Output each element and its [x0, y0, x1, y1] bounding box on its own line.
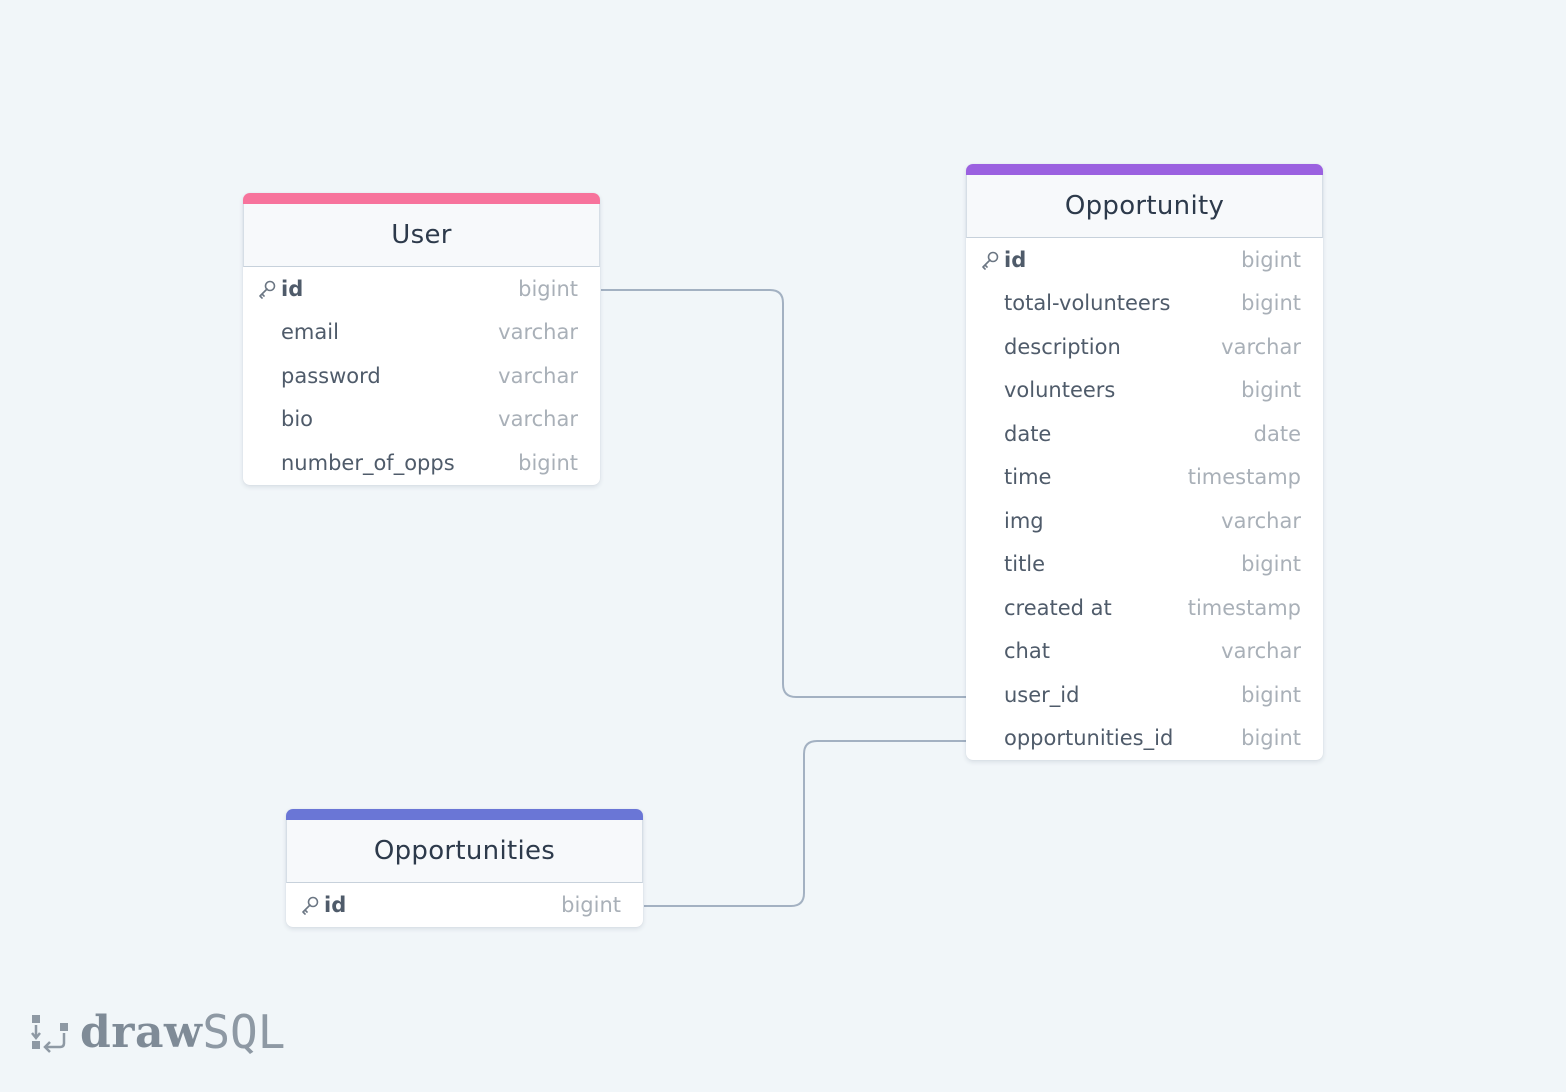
table-title: Opportunities	[373, 836, 556, 866]
table-header[interactable]: Opportunities	[286, 820, 643, 883]
drawsql-logo-icon	[31, 1015, 68, 1053]
column-name: created at	[1004, 595, 1112, 620]
column-name: volunteers	[1004, 378, 1116, 403]
column-type: varchar	[1221, 639, 1301, 664]
column-type: bigint	[1241, 552, 1301, 577]
key-slot-empty	[980, 597, 1004, 619]
column-row-total-volunteers[interactable]: total-volunteers bigint	[966, 282, 1323, 326]
table-title: Opportunity	[1064, 191, 1225, 221]
logo-text-draw: draw	[80, 1006, 203, 1058]
table-header[interactable]: Opportunity	[966, 175, 1323, 238]
column-type: bigint	[1241, 291, 1301, 316]
column-row-description[interactable]: description varchar	[966, 325, 1323, 369]
column-type: bigint	[518, 276, 578, 301]
column-type: date	[1253, 421, 1301, 446]
column-name: description	[1004, 334, 1121, 359]
key-slot-empty	[980, 684, 1004, 706]
column-type: bigint	[1241, 378, 1301, 403]
key-slot-empty	[980, 553, 1004, 575]
column-row-id[interactable]: id bigint	[966, 238, 1323, 282]
column-row-bio[interactable]: bio varchar	[243, 398, 600, 442]
column-name: email	[281, 320, 339, 345]
column-name: password	[281, 363, 381, 388]
relation-user-id-to-opportunity-user-id[interactable]	[601, 289, 966, 698]
column-row-time[interactable]: time timestamp	[966, 456, 1323, 500]
column-name: total-volunteers	[1004, 291, 1171, 316]
column-row-password[interactable]: password varchar	[243, 354, 600, 398]
logo-text-sql: SQL	[202, 1005, 286, 1059]
key-slot-empty	[980, 292, 1004, 314]
column-row-id[interactable]: id bigint	[286, 883, 643, 927]
key-slot-empty	[980, 336, 1004, 358]
column-type: varchar	[498, 363, 578, 388]
key-slot-empty	[257, 321, 281, 343]
column-row-created-at[interactable]: created at timestamp	[966, 586, 1323, 630]
table-columns: id bigint	[286, 883, 643, 927]
column-row-img[interactable]: img varchar	[966, 499, 1323, 543]
table-header[interactable]: User	[243, 204, 600, 267]
column-type: varchar	[498, 407, 578, 432]
primary-key-icon	[257, 278, 281, 300]
column-type: bigint	[518, 450, 578, 475]
column-row-date[interactable]: date date	[966, 412, 1323, 456]
column-type: varchar	[1221, 334, 1301, 359]
column-type: timestamp	[1187, 465, 1301, 490]
column-name: number_of_opps	[281, 450, 455, 475]
column-name: time	[1004, 465, 1052, 490]
key-slot-empty	[257, 408, 281, 430]
column-row-volunteers[interactable]: volunteers bigint	[966, 369, 1323, 413]
table-user[interactable]: User id bigint email varchar password varchar…	[243, 193, 600, 485]
key-slot-empty	[980, 423, 1004, 445]
column-row-title[interactable]: title bigint	[966, 543, 1323, 587]
column-name: id	[281, 276, 304, 301]
column-type: varchar	[1221, 508, 1301, 533]
key-slot-empty	[980, 466, 1004, 488]
table-accent-bar	[243, 193, 600, 204]
table-title: User	[391, 220, 452, 250]
primary-key-icon	[980, 249, 1004, 271]
relation-opportunities-id-to-opportunity-opportunities-id[interactable]	[644, 740, 966, 907]
column-row-number-of-opps[interactable]: number_of_opps bigint	[243, 441, 600, 485]
column-name: id	[1004, 247, 1027, 272]
column-type: varchar	[498, 320, 578, 345]
column-name: date	[1004, 421, 1052, 446]
table-columns: id bigint total-volunteers bigint descriptio…	[966, 238, 1323, 760]
column-row-user-id[interactable]: user_id bigint	[966, 673, 1323, 717]
column-type: bigint	[561, 892, 621, 917]
column-name: id	[324, 892, 347, 917]
key-slot-empty	[257, 452, 281, 474]
column-name: user_id	[1004, 682, 1080, 707]
column-name: opportunities_id	[1004, 726, 1174, 751]
table-accent-bar	[286, 809, 643, 820]
column-name: img	[1004, 508, 1044, 533]
table-columns: id bigint email varchar password varchar bio va…	[243, 267, 600, 485]
primary-key-icon	[300, 894, 324, 916]
key-slot-empty	[980, 510, 1004, 532]
column-row-chat[interactable]: chat varchar	[966, 630, 1323, 674]
key-slot-empty	[257, 365, 281, 387]
column-row-opportunities-id[interactable]: opportunities_id bigint	[966, 717, 1323, 761]
column-name: chat	[1004, 639, 1050, 664]
drawsql-logo[interactable]: draw SQL	[30, 1005, 285, 1059]
column-row-email[interactable]: email varchar	[243, 311, 600, 355]
column-type: bigint	[1241, 247, 1301, 272]
key-slot-empty	[980, 640, 1004, 662]
column-type: bigint	[1241, 682, 1301, 707]
column-name: title	[1004, 552, 1046, 577]
table-opportunity[interactable]: Opportunity id bigint total-volunteers bigi…	[966, 164, 1323, 760]
key-slot-empty	[980, 727, 1004, 749]
column-type: timestamp	[1187, 595, 1301, 620]
column-type: bigint	[1241, 726, 1301, 751]
column-row-id[interactable]: id bigint	[243, 267, 600, 311]
table-opportunities[interactable]: Opportunities id bigint	[286, 809, 643, 927]
key-slot-empty	[980, 379, 1004, 401]
table-accent-bar	[966, 164, 1323, 175]
column-name: bio	[281, 407, 314, 432]
